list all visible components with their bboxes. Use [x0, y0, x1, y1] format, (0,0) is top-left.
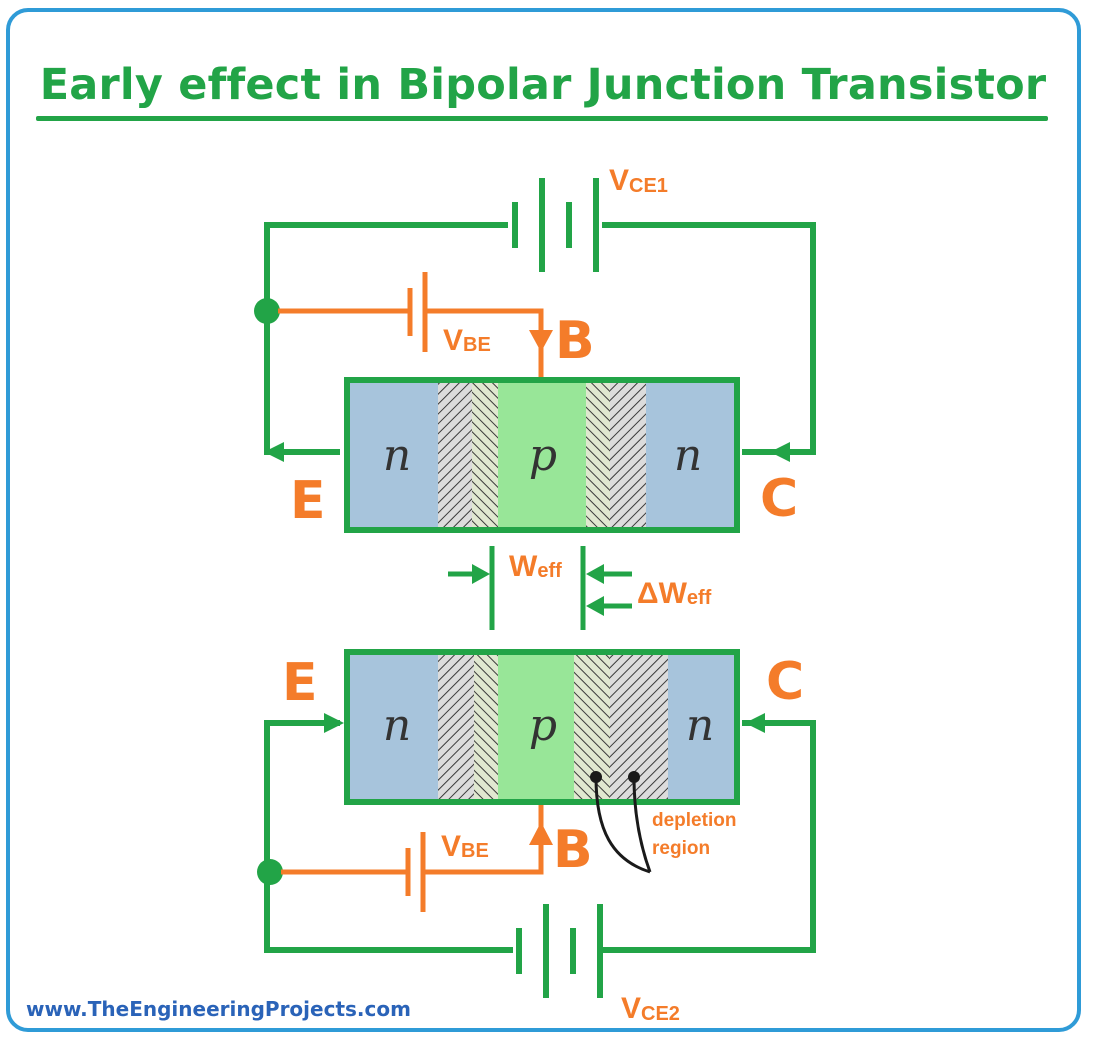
bottom-base-terminal: B: [553, 820, 593, 880]
top-collector-terminal: C: [760, 469, 798, 529]
bottom-region-n-right: n: [686, 700, 714, 751]
width-annotation: Weff ΔWeff: [448, 546, 712, 630]
top-base-terminal: B: [555, 311, 595, 371]
depletion-label-line1: depletion: [652, 810, 736, 831]
bottom-transistor: n p n: [344, 649, 740, 805]
bottom-collector-terminal: C: [766, 652, 804, 712]
bottom-vbe-label: VBE: [441, 830, 489, 863]
weff-label: Weff: [509, 550, 562, 583]
vce2-battery: [516, 904, 603, 998]
bottom-circuit: n p n depletion region: [257, 649, 816, 1025]
bottom-emitter-arrow: [324, 713, 344, 733]
top-base-arrow: [529, 330, 553, 352]
diagram-title: Early effect in Bipolar Junction Transis…: [39, 60, 1047, 110]
top-junction-dot: [254, 298, 280, 324]
title-underline: [36, 116, 1048, 121]
top-region-n-left: n: [383, 430, 411, 481]
website-watermark: www.TheEngineeringProjects.com: [26, 997, 411, 1021]
top-circuit: n p n VCE1 VBE B E C: [254, 164, 816, 533]
bottom-junction-dot: [257, 859, 283, 885]
weff-right-arrow: [586, 564, 604, 584]
top-region-p: p: [529, 430, 557, 481]
top-emitter-terminal: E: [290, 471, 326, 531]
bottom-collector-wire: [600, 720, 816, 953]
bottom-vce2-label: VCE2: [621, 992, 680, 1025]
top-region-n-right: n: [674, 430, 702, 481]
top-collector-arrow: [770, 442, 790, 462]
depletion-pointer: [590, 771, 652, 874]
top-base-wire-right: [425, 308, 544, 380]
top-emitter-wire: [264, 222, 508, 455]
delta-weff-arrow: [586, 596, 604, 616]
image-frame: [6, 8, 1081, 1032]
bottom-emitter-terminal: E: [282, 653, 318, 713]
top-vbe-label: VBE: [443, 324, 491, 357]
vce1-battery: [512, 178, 599, 272]
bottom-base-arrow: [529, 822, 553, 845]
bottom-region-p: p: [529, 700, 557, 751]
top-vce1-label: VCE1: [609, 164, 668, 197]
top-emitter-arrow: [264, 442, 284, 462]
top-transistor: n p n: [344, 377, 740, 533]
bottom-collector-arrow: [745, 713, 765, 733]
bottom-region-n-left: n: [383, 700, 411, 751]
depletion-label-line2: region: [652, 838, 710, 859]
weff-left-arrow: [472, 564, 490, 584]
bottom-emitter-wire: [264, 720, 513, 953]
delta-weff-label: ΔWeff: [637, 577, 712, 610]
